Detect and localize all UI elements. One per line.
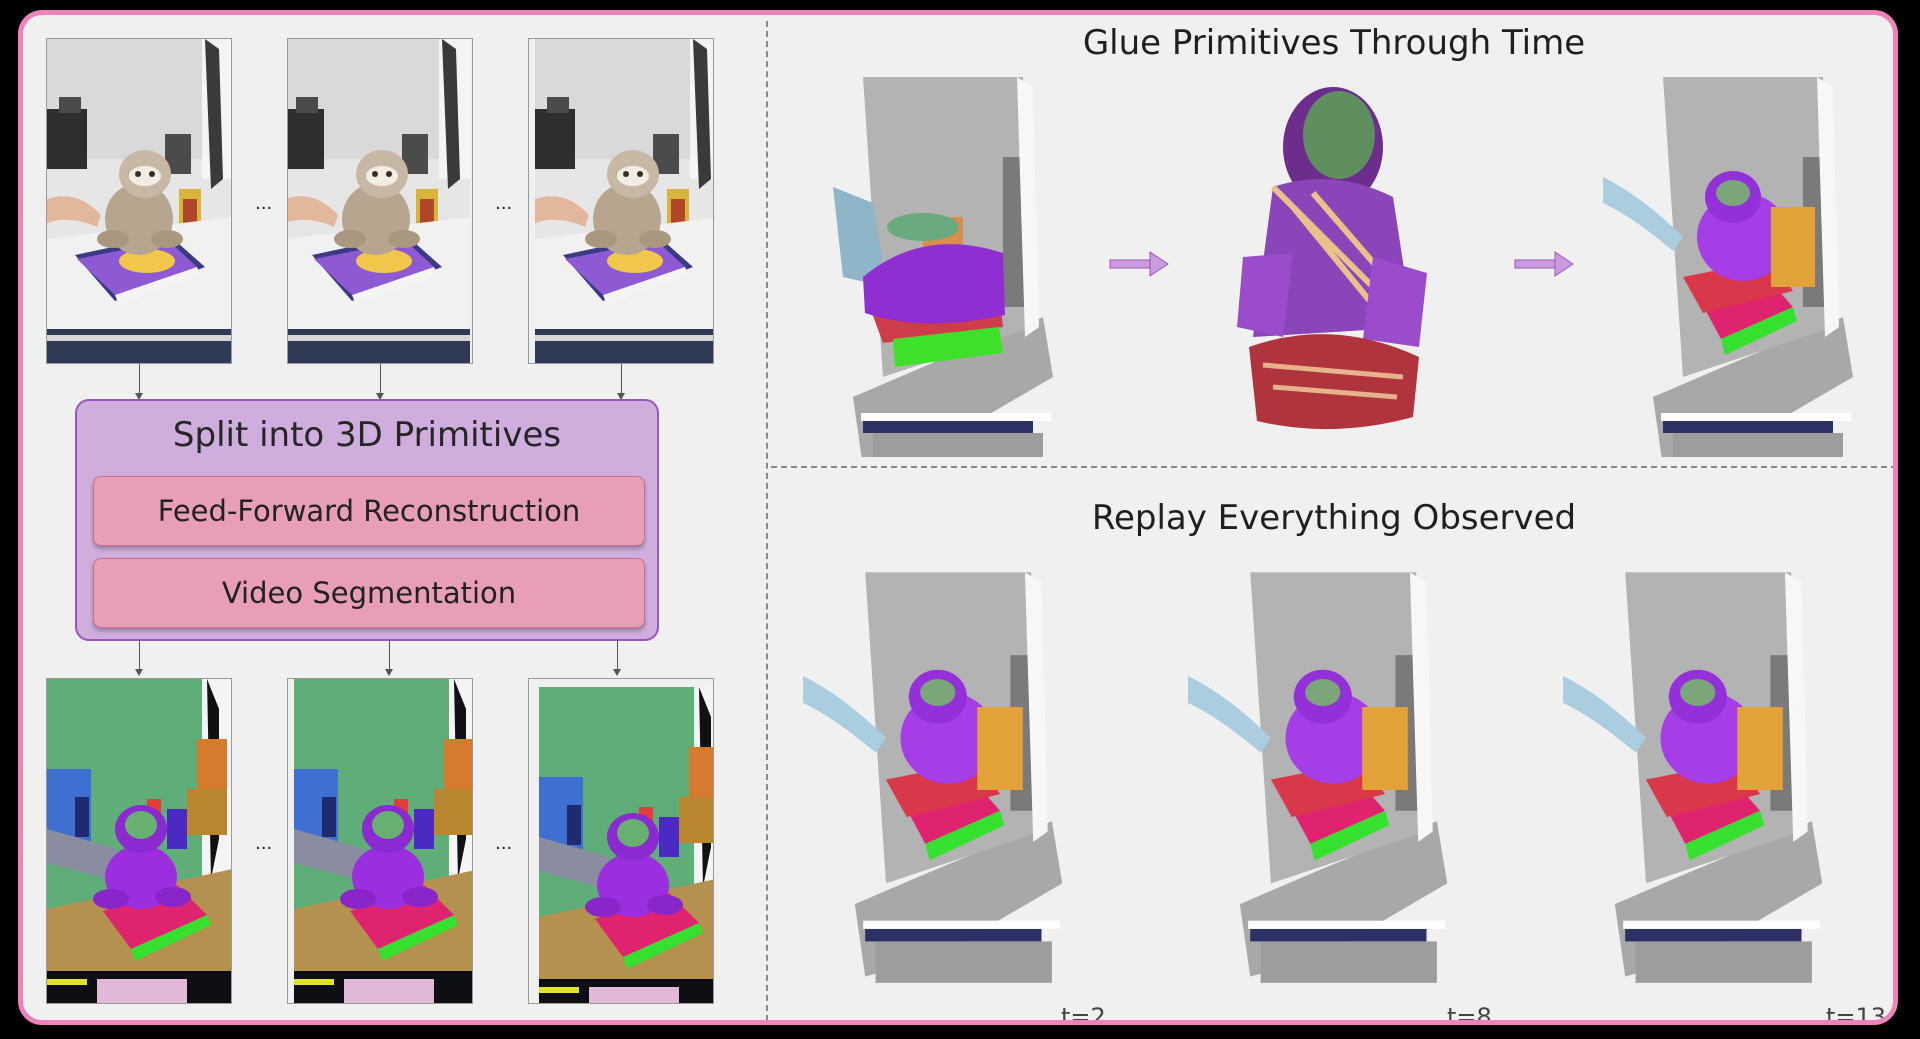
replay-frame-2 <box>1188 565 1468 1019</box>
glued-scene-render <box>1603 77 1873 461</box>
ellipsis: ... <box>495 193 513 214</box>
primitives-point-cloud <box>1213 77 1453 451</box>
ellipsis: ... <box>255 193 273 214</box>
replay-frame-3 <box>1563 565 1843 1019</box>
split-box-title: Split into 3D Primitives <box>172 415 562 455</box>
replay-title: Replay Everything Observed <box>1091 498 1577 538</box>
flow-arrow-icon <box>1109 251 1169 277</box>
replay-frame-1 <box>803 565 1083 1019</box>
feed-forward-reconstruction-step: Feed-Forward Reconstruction <box>93 476 645 546</box>
segmentation-frame-3 <box>528 678 714 1004</box>
ellipsis: ... <box>255 833 273 854</box>
segmentation-frame-1 <box>46 678 232 1004</box>
split-primitives-box: Split into 3D Primitives Feed-Forward Re… <box>75 399 659 641</box>
input-frame-1 <box>46 38 232 364</box>
reconstruction-input-render <box>803 77 1073 473</box>
figure-frame: ... ... Split into 3D Primitives Feed-Fo… <box>18 10 1898 1025</box>
horizontal-divider <box>771 466 1893 468</box>
flow-arrow-icon <box>1514 251 1574 277</box>
video-segmentation-step: Video Segmentation <box>93 558 645 628</box>
segmentation-frame-2 <box>287 678 473 1004</box>
input-frame-3 <box>528 38 714 364</box>
input-frame-2 <box>287 38 473 364</box>
ellipsis: ... <box>495 833 513 854</box>
glue-primitives-title: Glue Primitives Through Time <box>1082 23 1586 63</box>
frame-label-t8: t=8 <box>1447 1003 1492 1025</box>
frame-label-t2: t=2 <box>1061 1003 1106 1025</box>
vertical-divider <box>766 21 768 1020</box>
frame-label-t13: t=13 <box>1826 1003 1887 1025</box>
